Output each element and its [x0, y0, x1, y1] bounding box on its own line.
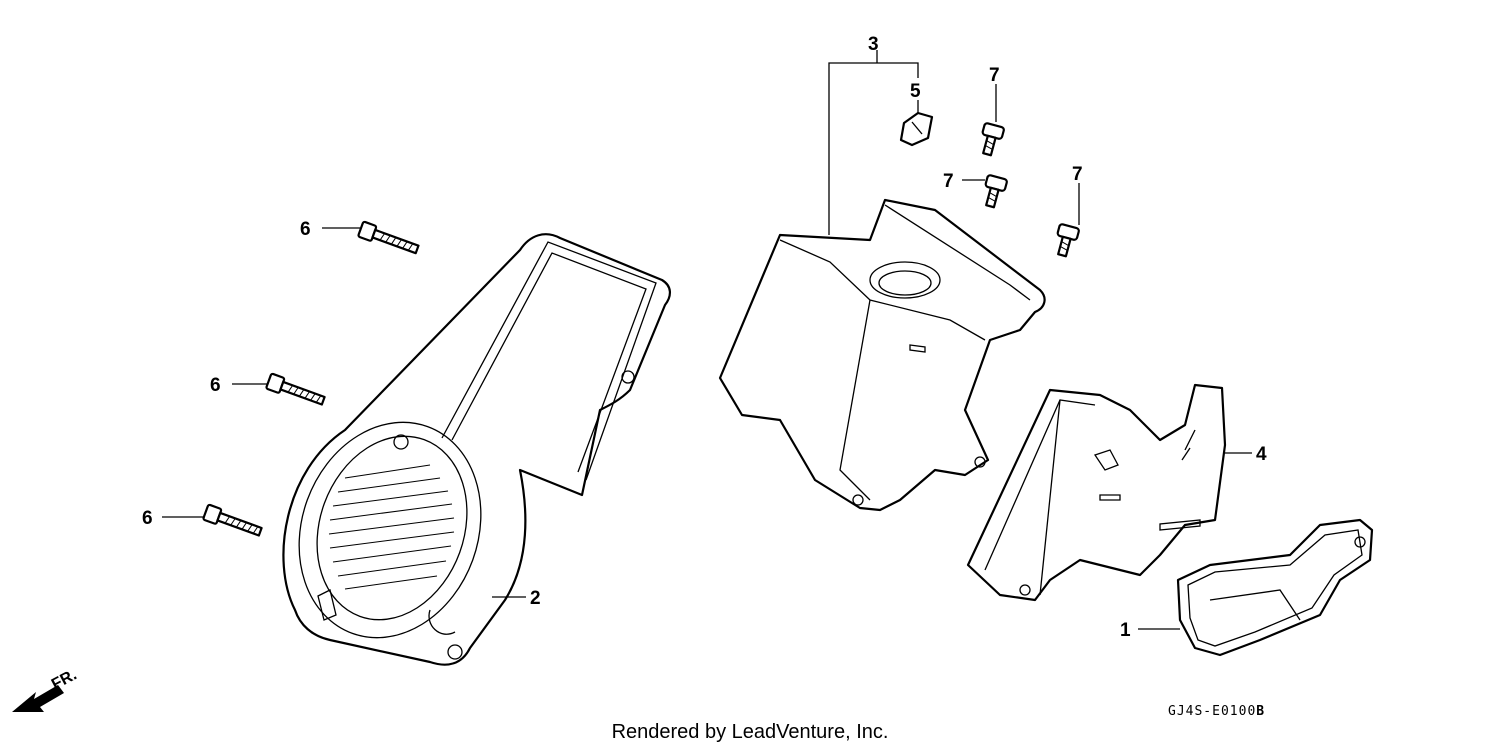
callout-7: 7 — [1072, 164, 1083, 185]
leader-lines — [162, 50, 1252, 630]
callout-3: 3 — [868, 34, 879, 55]
diagram-code: GJ4S-E0100B — [1168, 704, 1265, 719]
part-6-bolt[interactable] — [265, 372, 326, 408]
callout-2: 2 — [530, 588, 541, 609]
diagram-code-main: GJ4S-E0100 — [1168, 704, 1256, 719]
callout-4: 4 — [1256, 444, 1267, 465]
part-7-screw[interactable] — [1052, 223, 1080, 258]
callout-1: 1 — [1120, 620, 1131, 641]
callout-7: 7 — [943, 171, 954, 192]
callout-6: 6 — [142, 508, 153, 529]
callout-5: 5 — [910, 81, 921, 102]
callout-7: 7 — [989, 65, 1000, 86]
part-7-screw[interactable] — [977, 122, 1005, 157]
callout-6: 6 — [210, 375, 221, 396]
part-6-bolt[interactable] — [357, 220, 420, 257]
part-3-shroud[interactable] — [718, 198, 1046, 512]
part-4-inner-duct[interactable] — [966, 383, 1227, 602]
rendered-by-footer: Rendered by LeadVenture, Inc. — [612, 721, 889, 743]
part-1-lower-cover[interactable] — [1176, 518, 1374, 657]
front-direction-arrow: FR. — [12, 666, 80, 712]
callout-6: 6 — [300, 219, 311, 240]
part-2-fan-cover[interactable] — [270, 233, 671, 666]
fan-cover-grille — [328, 464, 455, 590]
diagram-code-suffix: B — [1256, 704, 1265, 719]
part-6-bolt[interactable] — [202, 503, 263, 539]
part-7-screw[interactable] — [980, 174, 1008, 209]
part-5-clip[interactable] — [899, 111, 934, 147]
